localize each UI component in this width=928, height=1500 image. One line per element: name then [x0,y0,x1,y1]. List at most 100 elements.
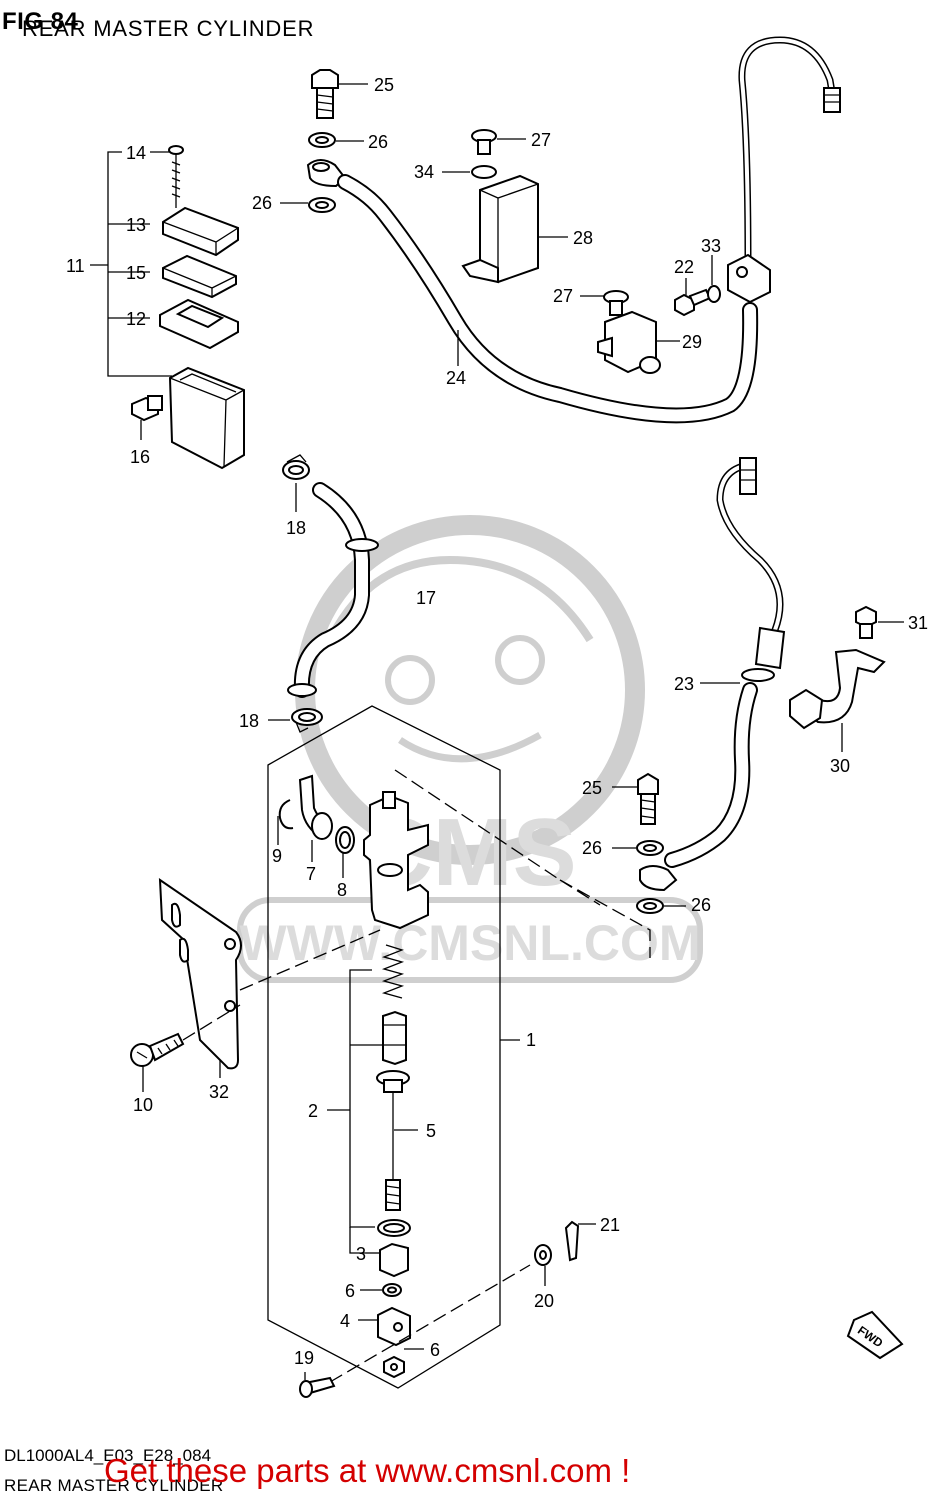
bracket-bolt-31 [855,605,904,639]
callout-8: 8 [337,880,347,900]
reservoir-plate [162,254,237,299]
callout-26-lower-a: 26 [582,838,602,858]
callout-7: 7 [306,864,316,884]
callout-26-mid: 26 [252,193,272,213]
callout-30: 30 [830,756,850,776]
callout-20: 20 [534,1291,554,1311]
hose-clamp-lower [268,708,323,733]
callout-14: 14 [126,143,146,163]
callout-25-top: 25 [374,75,394,95]
callout-23: 23 [674,674,694,694]
figure-number: FIG 84 [2,8,79,35]
callout-2: 2 [308,1101,318,1121]
callout-6-upper: 6 [345,1281,355,1301]
callout-labels: 1 2 3 4 5 6 6 7 8 9 10 11 12 13 14 15 16… [66,75,928,1368]
callout-22: 22 [674,257,694,277]
banjo-bolt-lower [612,772,659,825]
washer-33 [707,255,721,303]
callout-29: 29 [682,332,702,352]
push-rod-5 [376,1070,418,1211]
washer-26-mid [280,197,336,213]
bracket-bolt-10 [130,1004,241,1092]
nut-6-lower [383,1348,424,1379]
guard-screw-27-top [471,129,526,155]
watermark-url: WWW.CMSNL.COM [239,915,700,971]
cotter-pin-21 [564,1220,596,1262]
callout-5: 5 [426,1121,436,1141]
boot-3 [366,1242,409,1278]
callout-1: 1 [526,1030,536,1050]
footer-title: REAR MASTER CYLINDER [4,1476,224,1495]
hose-bracket-30 [789,648,886,752]
callout-19: 19 [294,1348,314,1368]
joint-bolt-22 [674,278,712,317]
callout-13: 13 [126,215,146,235]
clevis-4 [358,1306,411,1347]
reservoir-cap [162,206,239,257]
brake-hose-23 [664,626,786,868]
mounting-bracket-32 [158,878,242,1078]
pipe-joint [727,253,771,304]
circlip-9 [277,799,294,845]
reservoir-cap-screw [168,145,184,208]
callout-18-lower: 18 [239,711,259,731]
reservoir-bolt [131,395,163,440]
reservoir-diaphragm [159,298,239,350]
callout-11: 11 [66,256,85,276]
callout-12: 12 [126,309,146,329]
brake-pipe-lower [716,457,784,634]
callout-21: 21 [600,1215,620,1235]
o-ring-8 [335,826,355,878]
callout-25-lower: 25 [582,778,602,798]
reservoir-bracket-lines [90,151,172,377]
callout-32: 32 [209,1082,229,1102]
cms-watermark: CMS WWW.CMSNL.COM [237,515,703,983]
washer-26-lower-b [636,898,686,914]
callout-33: 33 [701,236,721,256]
banjo-bolt-top [311,69,368,119]
callout-34: 34 [414,162,434,182]
washer-20 [534,1244,552,1286]
callout-26-top: 26 [368,132,388,152]
brake-hose-24 [337,174,759,424]
washer-26-lower-a [612,840,664,856]
hose-clamp-29 [597,310,680,374]
washer-34 [442,165,497,179]
model-code: DL1000AL4_E03_E28_084 [4,1446,212,1465]
spring [381,944,405,999]
callout-10: 10 [133,1095,153,1115]
callout-28: 28 [573,228,593,248]
callout-31: 31 [908,613,928,633]
figure-title: REAR MASTER CYLINDER [22,16,315,41]
callout-16: 16 [130,447,150,467]
callout-15: 15 [126,263,146,283]
callout-27-top: 27 [531,130,551,150]
reference-lines [239,929,531,1383]
forward-direction-tag: FWD [846,1310,904,1360]
piston-cup [382,1010,407,1066]
master-cylinder-outline [267,705,651,1389]
callout-27-mid: 27 [553,286,573,306]
hose-clamp-upper [282,454,310,512]
callout-3: 3 [356,1244,366,1264]
guard-screw-27-mid [580,290,629,316]
reservoir-hose [287,482,379,698]
callout-18-upper: 18 [286,518,306,538]
clevis-pin-19 [299,1372,336,1398]
hose-nipple-7 [298,774,333,862]
promo-link[interactable]: Get these parts at www.cmsnl.com ! [104,1452,631,1489]
nut-6-upper [360,1283,402,1297]
callout-17: 17 [416,588,436,608]
callout-24: 24 [446,368,466,388]
master-cylinder-body [363,791,429,930]
callout-6-lower: 6 [430,1340,440,1360]
callout-9: 9 [272,846,282,866]
callout-4: 4 [340,1311,350,1331]
banjo-fitting-lower [639,865,678,892]
callout-26-lower-b: 26 [691,895,711,915]
washer-26-top [308,132,364,148]
snap-ring [377,1219,411,1237]
reservoir-body [168,366,245,470]
brake-pipe-top [738,36,841,266]
